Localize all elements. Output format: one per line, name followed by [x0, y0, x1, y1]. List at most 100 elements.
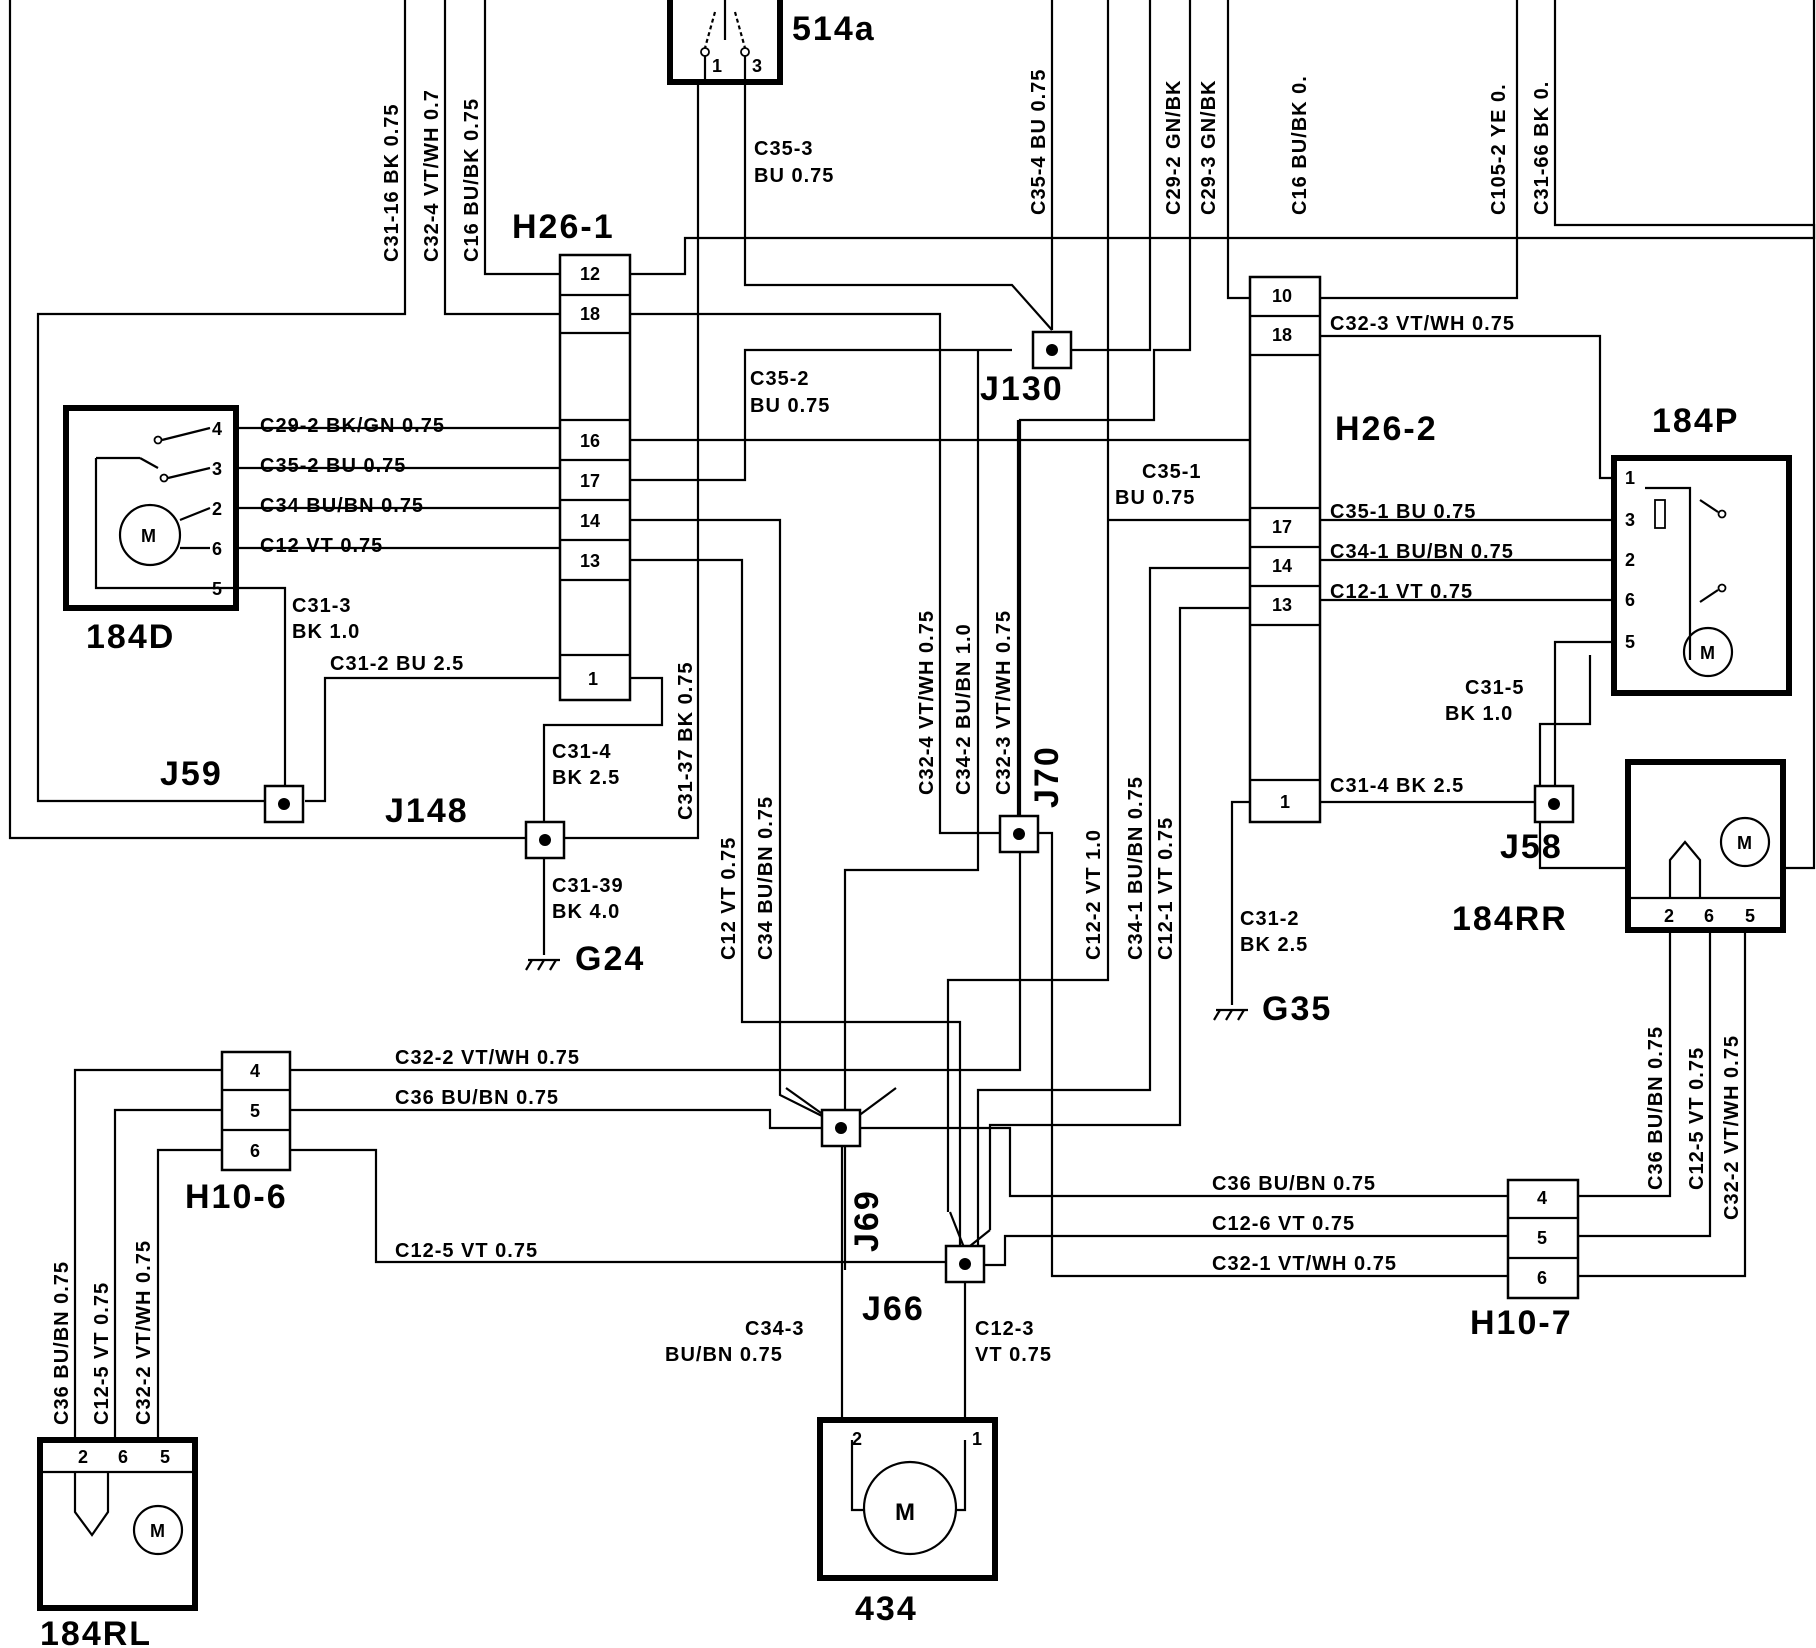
- wire-labels-horizontal: C29-2 BK/GN 0.75 C35-2 BU 0.75 C34 BU/BN…: [260, 138, 1523, 1366]
- component-184rr-motor-symbol: M: [1737, 833, 1752, 853]
- label-c16-right: C16 BU/BK 0.: [1289, 75, 1311, 215]
- label-c35-3-spec: BU 0.75: [754, 165, 834, 187]
- connector-h10-7: 4 5 6 H10-7: [1470, 1178, 1580, 1342]
- label-c12-v: C12 VT 0.75: [718, 837, 740, 960]
- junction-j66: J66: [862, 1244, 986, 1328]
- label-c31-66: C31-66 BK 0.: [1531, 81, 1553, 215]
- wire-c31-66-left-loop: [8, 0, 544, 840]
- connector-h26-1-pin-12: 12: [580, 264, 600, 284]
- junction-j130-label: J130: [980, 370, 1064, 408]
- wire-h10-6-to-184rl-5: [113, 1108, 222, 1442]
- component-184d-label: 184D: [86, 618, 175, 656]
- connector-h26-1-body: [558, 253, 632, 702]
- ground-g35-tick-2: [1225, 1009, 1233, 1021]
- connector-h26-2-body: [1248, 275, 1322, 824]
- label-c35-2-a: C35-2: [750, 368, 809, 390]
- component-184rl-label: 184RL: [40, 1615, 152, 1648]
- connector-h10-6: 4 5 6 H10-6: [185, 1050, 292, 1216]
- component-184rl: M 2 6 5 184RL: [37, 1437, 198, 1648]
- wire-labels-vertical: C31-16 BK 0.75 C32-4 VT/WH 0.7 C16 BU/BK…: [51, 69, 1743, 1425]
- wire-j70-to-c32-1: [1036, 831, 1508, 1278]
- component-184p-motor-symbol: M: [1700, 643, 1715, 663]
- wire-network: [8, 0, 1816, 1442]
- component-184d-switch-t3: [159, 473, 169, 483]
- label-c31-37: C31-37 BK 0.75: [675, 661, 697, 820]
- component-184p-switch-t2: [1717, 583, 1727, 593]
- connector-h10-7-body: [1506, 1178, 1580, 1300]
- label-c29-2: C29-2 BK/GN 0.75: [260, 415, 445, 437]
- component-184rl-motor-symbol: M: [150, 1521, 165, 1541]
- label-c12-1: C12-1 VT 0.75: [1330, 581, 1473, 603]
- component-434-inner-frame-r: [955, 1440, 967, 1512]
- wire-c12-5: [290, 1148, 964, 1264]
- wire-j66-spoke-a: [948, 1211, 967, 1251]
- component-184rl-pin-2: 2: [78, 1447, 88, 1467]
- component-184p-switch-upper: [1699, 499, 1719, 513]
- component-184p-motor-icon: [1682, 626, 1734, 678]
- wire-j66-to-h10-7: [982, 1234, 1508, 1267]
- junction-j148: J148: [385, 792, 566, 860]
- label-c32-3-v: C32-3 VT/WH 0.75: [993, 610, 1015, 795]
- component-184rl-motor-icon: [132, 1504, 184, 1556]
- label-c32-4-top: C32-4 VT/WH 0.7: [421, 89, 443, 262]
- wire-c32-2: [290, 850, 1022, 1072]
- connector-h26-1-pin-13: 13: [580, 551, 600, 571]
- component-184rl-box: [37, 1437, 198, 1611]
- junction-j70-dot: [1013, 828, 1025, 840]
- connector-h10-7-pin-5: 5: [1537, 1228, 1547, 1248]
- component-184p-box: [1611, 455, 1792, 696]
- component-184d-pin-5: 5: [212, 579, 222, 599]
- label-c34-1: C34-1 BU/BN 0.75: [1330, 541, 1514, 563]
- connector-h26-2-pin-10: 10: [1272, 286, 1292, 306]
- component-184rr-motor-icon: [1719, 816, 1771, 868]
- component-184rl-pin-6: 6: [118, 1447, 128, 1467]
- component-184p-label: 184P: [1652, 402, 1739, 440]
- ground-g35: G35: [1213, 990, 1330, 1028]
- junction-j66-box: [944, 1244, 986, 1284]
- component-184rr-pin-5: 5: [1745, 906, 1755, 926]
- label-c32-2-rr: C32-2 VT/WH 0.75: [1721, 1035, 1743, 1220]
- component-434-motor-symbol: M: [895, 1499, 917, 1526]
- connector-h26-2-label: H26-2: [1335, 410, 1438, 448]
- wire-c32-4: [630, 312, 1000, 835]
- label-c34-2-v: C34-2 BU/BN 1.0: [953, 623, 975, 795]
- component-514a-blade2: [733, 11, 747, 49]
- label-c31-39-a: C31-39: [552, 875, 624, 897]
- junction-j66-dot: [959, 1258, 971, 1270]
- wire-c16-right: [1226, 0, 1250, 300]
- label-c31-16: C31-16 BK 0.75: [381, 103, 403, 262]
- component-184d-motor-lead-2: [179, 506, 211, 522]
- label-c35-1-b: BU 0.75: [1115, 487, 1195, 509]
- wire-c31-2-right: [1230, 800, 1250, 1005]
- label-c34: C34 BU/BN 0.75: [260, 495, 424, 517]
- label-c31-3-a: C31-3: [292, 595, 351, 617]
- junction-j58-dot: [1548, 798, 1560, 810]
- label-c12-5-rr: C12-5 VT 0.75: [1686, 1047, 1708, 1190]
- connector-h26-1: 12 18 16 17 14 13 1 H26-1: [512, 208, 632, 702]
- connector-h26-1-pin-16: 16: [580, 431, 600, 451]
- label-c12-6: C12-6 VT 0.75: [1212, 1213, 1355, 1235]
- connector-h26-1-pin-1: 1: [588, 669, 598, 689]
- label-c35-3: C35-3: [754, 138, 813, 160]
- component-184d-lead-4: [161, 426, 211, 442]
- component-184d-lead-3: [167, 466, 211, 480]
- label-c29-3-top: C29-3 GN/BK: [1198, 80, 1220, 215]
- junction-j59-dot: [278, 798, 290, 810]
- component-184d-box: [63, 405, 239, 611]
- label-c35-1: C35-1 BU 0.75: [1330, 501, 1476, 523]
- wire-c12-down: [630, 558, 962, 1260]
- wire-c32-3-right: [1320, 334, 1622, 480]
- component-184rr-switch: [1668, 840, 1702, 898]
- component-434-pin-2: 2: [852, 1429, 862, 1449]
- label-c12-3-a: C12-3: [975, 1318, 1034, 1340]
- component-514a-bracket: [667, 0, 783, 85]
- ground-g24: G24: [525, 940, 643, 978]
- component-184d-pin-4: 4: [212, 419, 222, 439]
- component-184rr-label: 184RR: [1452, 900, 1568, 938]
- junction-j66-label: J66: [862, 1290, 925, 1328]
- connector-h10-6-label: H10-6: [185, 1178, 288, 1216]
- component-184p-switch-lower: [1699, 589, 1719, 603]
- label-c36-rr: C36 BU/BN 0.75: [1645, 1026, 1667, 1190]
- component-184d-pin-6: 6: [212, 539, 222, 559]
